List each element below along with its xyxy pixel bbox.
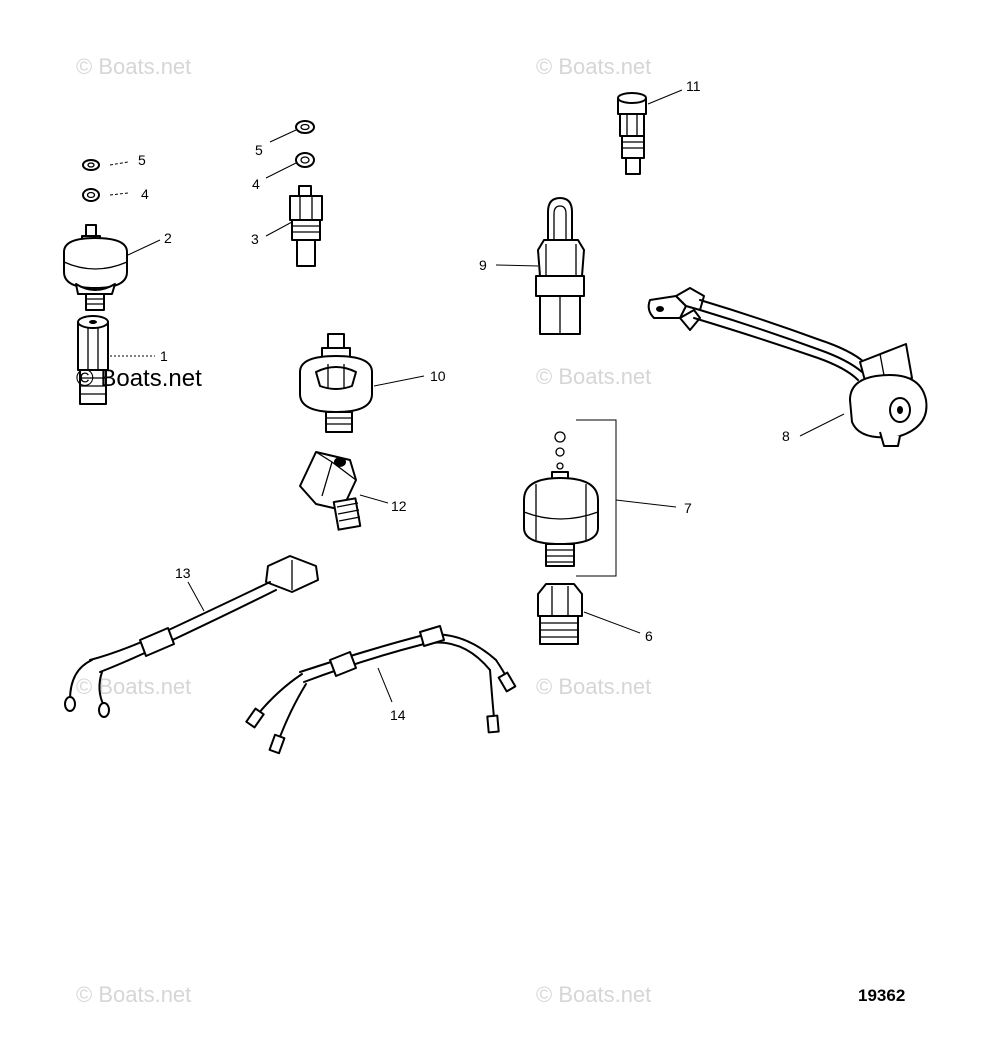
part-7-pressure-switch [523,419,677,577]
part-1-adapter [77,315,155,405]
callout-8: 8 [782,428,790,444]
figure-number: 19362 [858,986,905,1005]
watermarks: © Boats.net © Boats.net © Boats.net © Bo… [76,54,651,1007]
part-10-sensor [299,333,425,433]
part-6-fitting [537,583,641,645]
part-11-sender [617,89,683,175]
part-14-harness [245,625,517,755]
part-12-elbow [299,451,389,531]
callout-5-left: 5 [138,152,146,168]
watermark-top-right: © Boats.net [536,54,651,79]
part-9-connector [495,197,585,335]
callout-5-mid: 5 [255,142,263,158]
callout-10: 10 [430,368,446,384]
callout-2: 2 [164,230,172,246]
watermark-top-left: © Boats.net [76,54,191,79]
part-3-temp-sender [265,185,323,267]
callout-3: 3 [251,231,259,247]
callout-7: 7 [684,500,692,516]
part-2-pressure-sender [63,224,161,311]
callout-4-left: 4 [141,186,149,202]
watermark-mid-right: © Boats.net [536,364,651,389]
callout-13: 13 [175,565,191,581]
part-13-harness [64,555,319,718]
part-5-nut-mid [269,120,315,143]
part-8-harness [647,287,928,447]
callout-14: 14 [390,707,406,723]
watermark-bottom-right: © Boats.net [536,982,651,1007]
part-4-washer-mid [265,152,315,179]
callout-9: 9 [479,257,487,273]
part-4-washer-left [82,188,129,202]
callout-1: 1 [160,348,168,364]
watermark-lower-right: © Boats.net [536,674,651,699]
watermark-dark: © Boats.net [76,365,202,392]
callout-4-mid: 4 [252,176,260,192]
callout-6: 6 [645,628,653,644]
watermark-lower-left: © Boats.net [76,674,191,699]
callout-12: 12 [391,498,407,514]
watermark-bottom-left: © Boats.net [76,982,191,1007]
callout-11: 11 [686,78,701,94]
callouts: 5 4 2 1 5 4 3 10 12 11 9 8 7 6 13 14 [138,78,790,723]
part-5-nut-left [82,159,129,171]
